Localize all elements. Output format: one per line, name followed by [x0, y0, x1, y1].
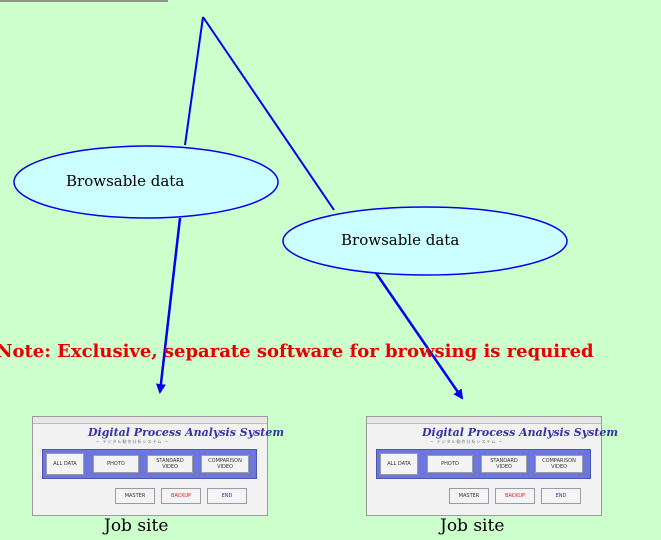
ellipse-right-label: Browsable data [341, 231, 460, 249]
master-button[interactable]: MASTER [115, 488, 155, 504]
master-button[interactable]: MASTER [449, 488, 489, 504]
app-logo-subtitle: ~ デジタル動作分析システム ~ [96, 439, 170, 444]
photo-button[interactable]: PHOTO [93, 455, 139, 473]
photo-button[interactable]: PHOTO [427, 455, 473, 473]
job-site-caption-left: Job site [104, 516, 169, 536]
standard-video-button[interactable]: STANDARD VIDEO [481, 455, 527, 473]
menu-panel: ALL DATA PHOTO STANDARD VIDEO COMPARISON… [42, 449, 257, 479]
end-button[interactable]: END [541, 488, 581, 504]
window-titlebar [33, 417, 267, 424]
ellipse-left-label: Browsable data [66, 172, 185, 190]
window-titlebar [367, 417, 601, 424]
comparison-video-button[interactable]: COMPARISON VIDEO [535, 455, 583, 473]
job-site-caption-right: Job site [440, 516, 505, 536]
end-button[interactable]: END [207, 488, 247, 504]
backup-button[interactable]: BACKUP [161, 488, 201, 504]
edge-right-ellipse-to-job-site [374, 272, 464, 400]
menu-panel: ALL DATA PHOTO STANDARD VIDEO COMPARISON… [376, 449, 591, 479]
note-text: Note: Exclusive, separate software for b… [0, 341, 594, 362]
ellipse-right [282, 206, 568, 276]
edge-source-to-left-ellipse [184, 16, 204, 146]
standard-video-button[interactable]: STANDARD VIDEO [147, 455, 193, 473]
app-logo: Digital Process Analysis System ~ デジタル動作… [422, 426, 618, 444]
edge-source-to-right-ellipse [202, 16, 335, 211]
ellipse-left [13, 145, 279, 219]
all-data-button[interactable]: ALL DATA [46, 453, 84, 475]
job-site-screen-left: Digital Process Analysis System ~ デジタル動作… [32, 416, 284, 516]
app-logo-subtitle: ~ デジタル動作分析システム ~ [430, 439, 504, 444]
backup-button[interactable]: BACKUP [495, 488, 535, 504]
all-data-button[interactable]: ALL DATA [380, 453, 418, 475]
job-site-screen-right: Digital Process Analysis System ~ デジタル動作… [366, 416, 618, 516]
app-logo: Digital Process Analysis System ~ デジタル動作… [88, 426, 284, 444]
edge-left-ellipse-to-job-site [155, 217, 182, 394]
comparison-video-button[interactable]: COMPARISON VIDEO [201, 455, 249, 473]
